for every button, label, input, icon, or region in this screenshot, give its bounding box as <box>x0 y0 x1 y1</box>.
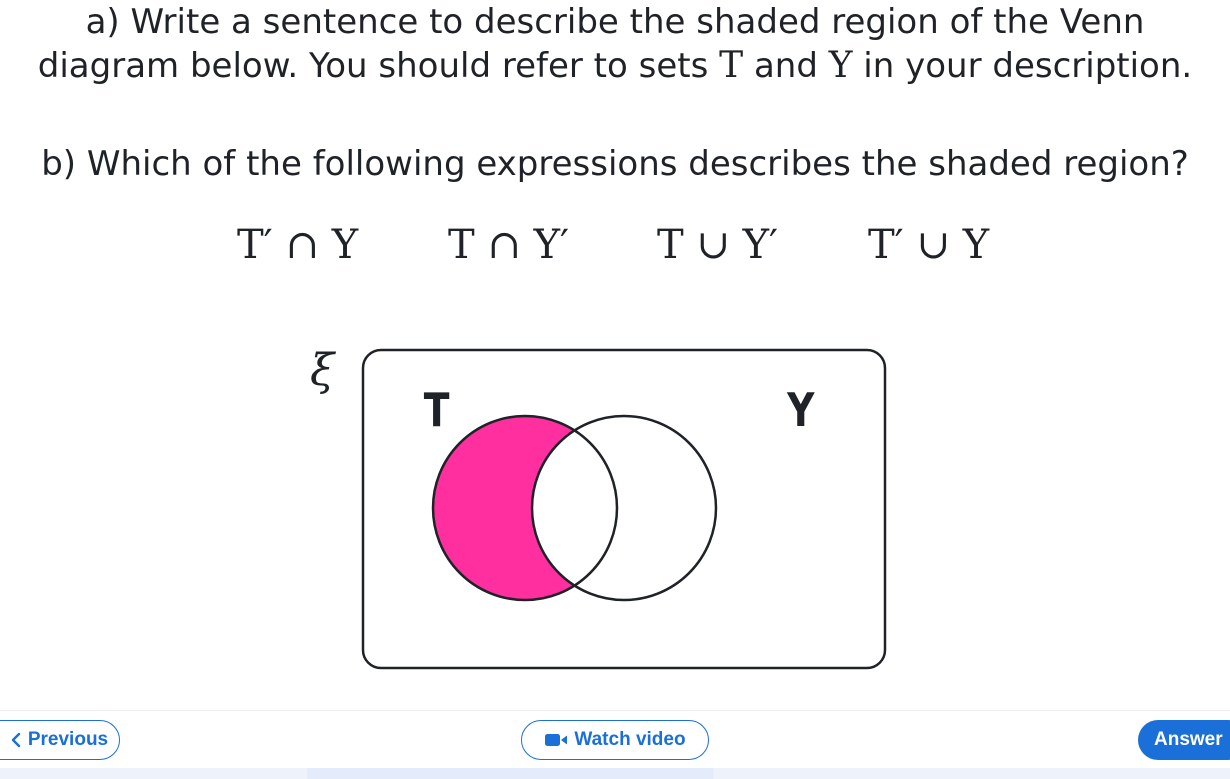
question-a-line2-start: diagram below. You should refer to sets <box>37 46 720 86</box>
universal-symbol: ξ <box>310 345 337 396</box>
expression-options: T′ ∩ Y T ∩ Y′ T ∪ Y′ T′ ∪ Y <box>0 222 1230 278</box>
option-2: T ∩ Y′ <box>448 222 570 268</box>
answer-label: Answer <box>1154 729 1223 750</box>
circle-y <box>530 414 718 602</box>
question-a-line1: a) Write a sentence to describe the shad… <box>85 2 1145 42</box>
label-y: Y <box>786 383 815 437</box>
question-a-line2-end: in your description. <box>852 46 1193 86</box>
set-t-inline: T <box>719 45 744 86</box>
option-4: T′ ∪ Y <box>868 222 990 268</box>
video-camera-icon <box>544 732 568 748</box>
footer-divider <box>0 710 1230 711</box>
intersection-region <box>532 416 617 600</box>
set-y-inline: Y <box>828 45 853 86</box>
question-part-b: b) Which of the following expressions de… <box>41 144 1189 184</box>
option-1: T′ ∩ Y <box>237 222 359 268</box>
venn-svg: ξ T Y <box>310 345 887 670</box>
watch-video-label: Watch video <box>574 729 686 750</box>
label-t: T <box>424 383 450 437</box>
answer-button[interactable]: Answer <box>1138 720 1230 760</box>
previous-label: Previous <box>27 729 109 750</box>
bottom-strip <box>0 768 1230 779</box>
chevron-left-icon <box>10 732 22 748</box>
venn-diagram: ξ T Y <box>300 330 900 680</box>
option-3: T ∪ Y′ <box>657 222 779 268</box>
watch-video-button[interactable]: Watch video <box>521 720 709 760</box>
and-text: and <box>743 46 829 86</box>
circle-t <box>431 414 619 602</box>
previous-button[interactable]: Previous <box>0 720 120 760</box>
question-a-line2: diagram below. You should refer to sets … <box>0 44 1230 88</box>
